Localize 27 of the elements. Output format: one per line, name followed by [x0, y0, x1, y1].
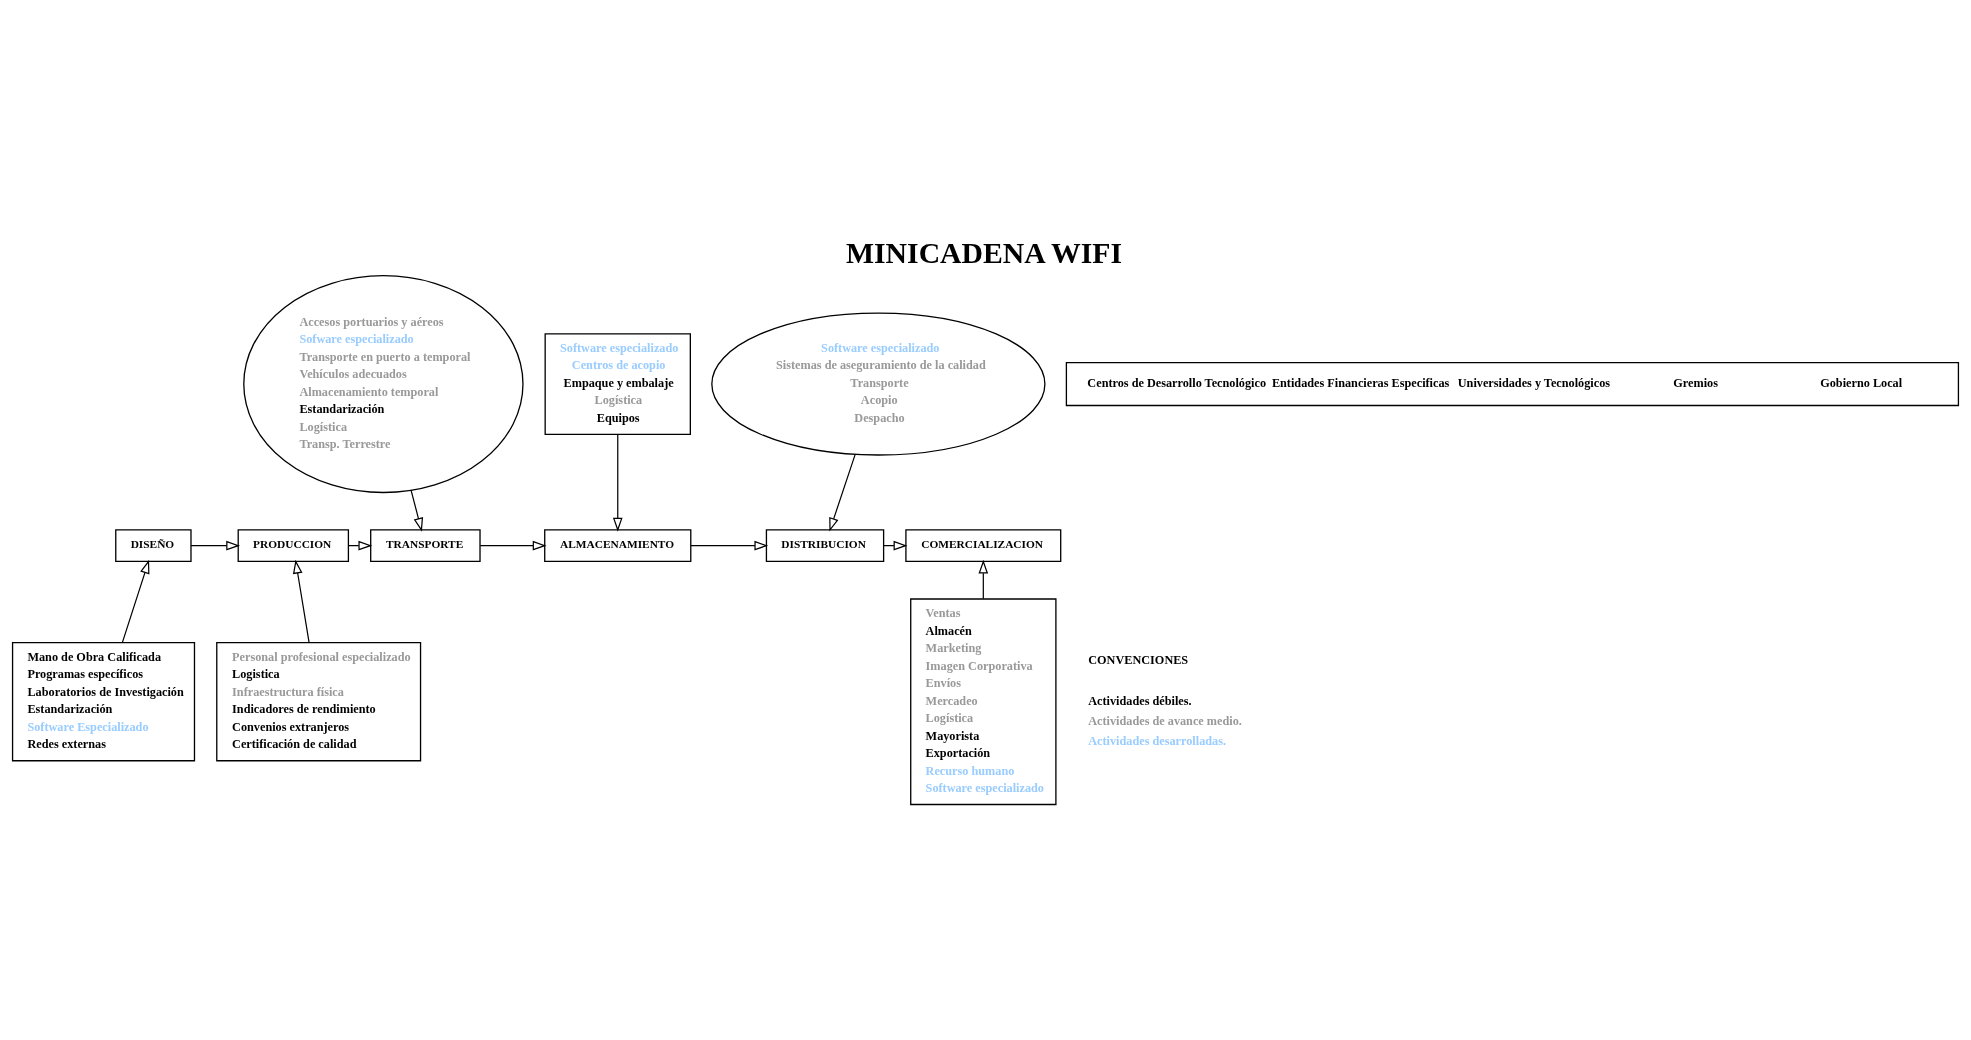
arrow	[612, 433, 623, 532]
node-box: TRANSPORTE	[370, 528, 481, 562]
arrow	[410, 489, 424, 532]
diagram-title: MINICADENA WIFI	[846, 236, 1123, 269]
arrow	[978, 559, 989, 599]
arrow	[479, 540, 547, 550]
node-box: Centros de Desarrollo Tecnológico Entidades Financieras Especificas Universidades y Tecnológicos Gremios Gobierno Local	[1065, 361, 1960, 406]
node-box: DISEÑO	[115, 528, 192, 562]
node-box: Personal profesional especializado Logistica Infraestructura física Indicadores de rendimiento Convenios extranjeros Certificación de calidad	[216, 641, 422, 761]
node-ellipse: Software especializado Sistemas de aseguramiento de la calidad Transporte Acopio Despacho	[711, 311, 1046, 456]
node-box: COMERCIALIZACION	[905, 528, 1062, 562]
legend-label: Actividades desarrolladas.	[1088, 733, 1227, 748]
node-box: Ventas Almacén Marketing Imagen Corporativa Envíos Mercadeo Logística Mayorista Exportación Recurso humano Software especializado	[910, 597, 1057, 805]
node-box: ALMACENAMIENTO	[544, 528, 692, 562]
node-ellipse: Accesos portuarios y aéreos Sofware especializado Transporte en puerto a temporal Vehículos adecuados Almacenamiento temporal Estandarización Logística Transp. Terrestre	[243, 274, 524, 493]
node-box: DISTRIBUCION	[765, 528, 885, 562]
arrow	[829, 453, 856, 532]
node-box: PRODUCCION	[237, 528, 350, 562]
legend-label: Actividades de avance medio.	[1088, 713, 1242, 728]
arrow	[190, 540, 241, 550]
arrow	[292, 559, 310, 643]
arrow	[121, 559, 150, 643]
node-box: Mano de Obra Calificada Programas específicos Laboratorios de Investigación Estandarización Software Especializado Redes externas	[11, 641, 196, 761]
legend-label: Actividades débiles.	[1088, 693, 1192, 708]
label: CONVENCIONES	[1088, 652, 1189, 667]
node-box: Software especializado Centros de acopio Empaque y embalaje Logística Equipos	[544, 332, 691, 435]
arrow	[690, 540, 769, 550]
